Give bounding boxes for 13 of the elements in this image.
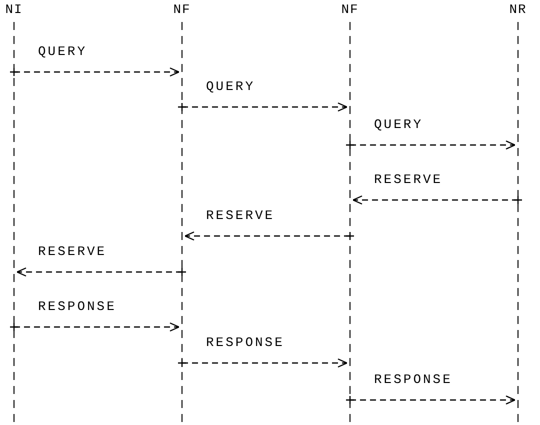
message-arrow <box>177 358 348 368</box>
participant-label: NF <box>172 2 192 17</box>
message-arrow <box>9 67 180 77</box>
message-arrow <box>177 102 348 112</box>
message-arrow <box>352 195 523 205</box>
message-arrow <box>345 395 516 405</box>
message-arrow <box>184 231 355 241</box>
message-arrow <box>16 267 187 277</box>
message-arrow <box>345 140 516 150</box>
participant-label: NI <box>4 2 24 17</box>
participant-label: NR <box>508 2 528 17</box>
participant-label: NF <box>340 2 360 17</box>
message-arrow <box>9 322 180 332</box>
